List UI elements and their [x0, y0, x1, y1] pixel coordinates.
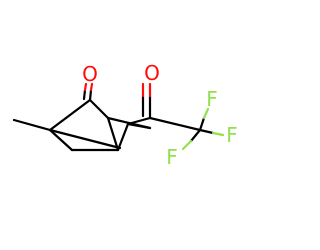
fluorine-bottom-label: F — [166, 145, 178, 169]
bond-c2-acyl — [126, 116, 152, 126]
fluorine-right-label: F — [226, 123, 238, 147]
bond-cf3-fbottom-c — [189, 128, 202, 143]
bond-methyl — [12, 118, 52, 132]
bond-bh1-c6 — [48, 128, 74, 152]
bond-acyl-cf3 — [148, 116, 202, 132]
bond-ketone-double-c — [82, 88, 87, 101]
bond-carbonyl-c3 — [88, 98, 110, 120]
bond-ketone-o — [89, 82, 94, 92]
bond-cf3-ftop-c — [198, 116, 206, 132]
bond-ketone-c — [88, 88, 93, 102]
structure-canvas: O O F F F — [12, 61, 238, 169]
oxygen-ketone-label: O — [82, 62, 98, 86]
bond-cf3-ftop-f — [202, 107, 210, 120]
bond-bridge-c2 — [126, 122, 152, 130]
bond-cf3-fright-c — [198, 128, 215, 135]
oxygen-acyl-label: O — [144, 61, 160, 85]
molecule-diagram: O O F F F — [12, 61, 238, 169]
bond-ketone-double-o — [83, 82, 88, 92]
fluorine-top-label: F — [206, 87, 218, 111]
bond-c4-bridge — [116, 122, 130, 152]
bond-bh1-bridge — [48, 128, 122, 150]
bond-cf3-fright-f — [211, 131, 225, 137]
bond-bh1-carbonyl — [48, 98, 92, 132]
bond-c3-c4 — [106, 116, 120, 152]
bond-cf3-fbottom-f — [181, 139, 193, 151]
